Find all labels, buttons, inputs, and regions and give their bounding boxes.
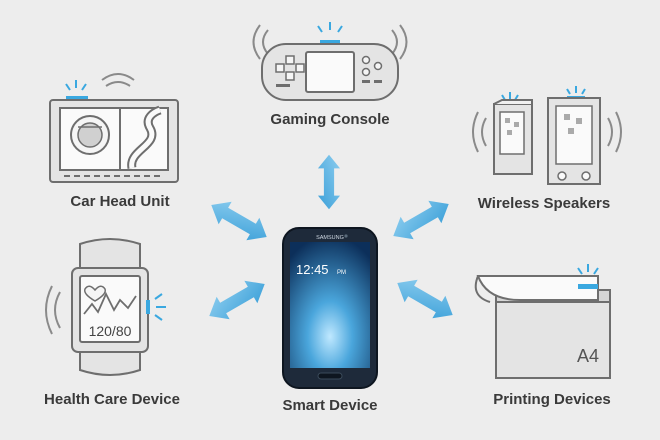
phone-time: 12:45: [296, 262, 329, 277]
double-arrow-icon: [317, 154, 341, 210]
double-arrow-icon: [202, 272, 272, 328]
health-care-device-icon: 120/80: [45, 238, 166, 376]
phone-brand: SAMSUNG: [316, 235, 344, 241]
smart-device-label: Smart Device: [282, 397, 378, 414]
wireless-speakers-icon: [472, 86, 622, 185]
paper-size: A4: [577, 346, 599, 366]
double-arrow-icon: [390, 271, 460, 327]
double-arrow-icon: [386, 192, 456, 248]
gaming-console-icon: [252, 22, 408, 101]
car-head-unit-label: Car Head Unit: [70, 193, 170, 210]
gaming-console-label: Gaming Console: [270, 111, 390, 128]
smartphone-icon: SAMSUNG 12:45 PM: [282, 227, 378, 389]
printing-devices-label: Printing Devices: [493, 391, 611, 408]
car-head-unit-icon: [49, 73, 179, 183]
double-arrow-icon: [204, 193, 274, 249]
phone-time-suffix: PM: [337, 270, 346, 276]
printer-icon: A4: [474, 264, 611, 379]
wireless-speakers-label: Wireless Speakers: [477, 195, 611, 212]
health-care-device-label: Health Care Device: [44, 391, 180, 408]
health-reading: 120/80: [89, 323, 132, 339]
